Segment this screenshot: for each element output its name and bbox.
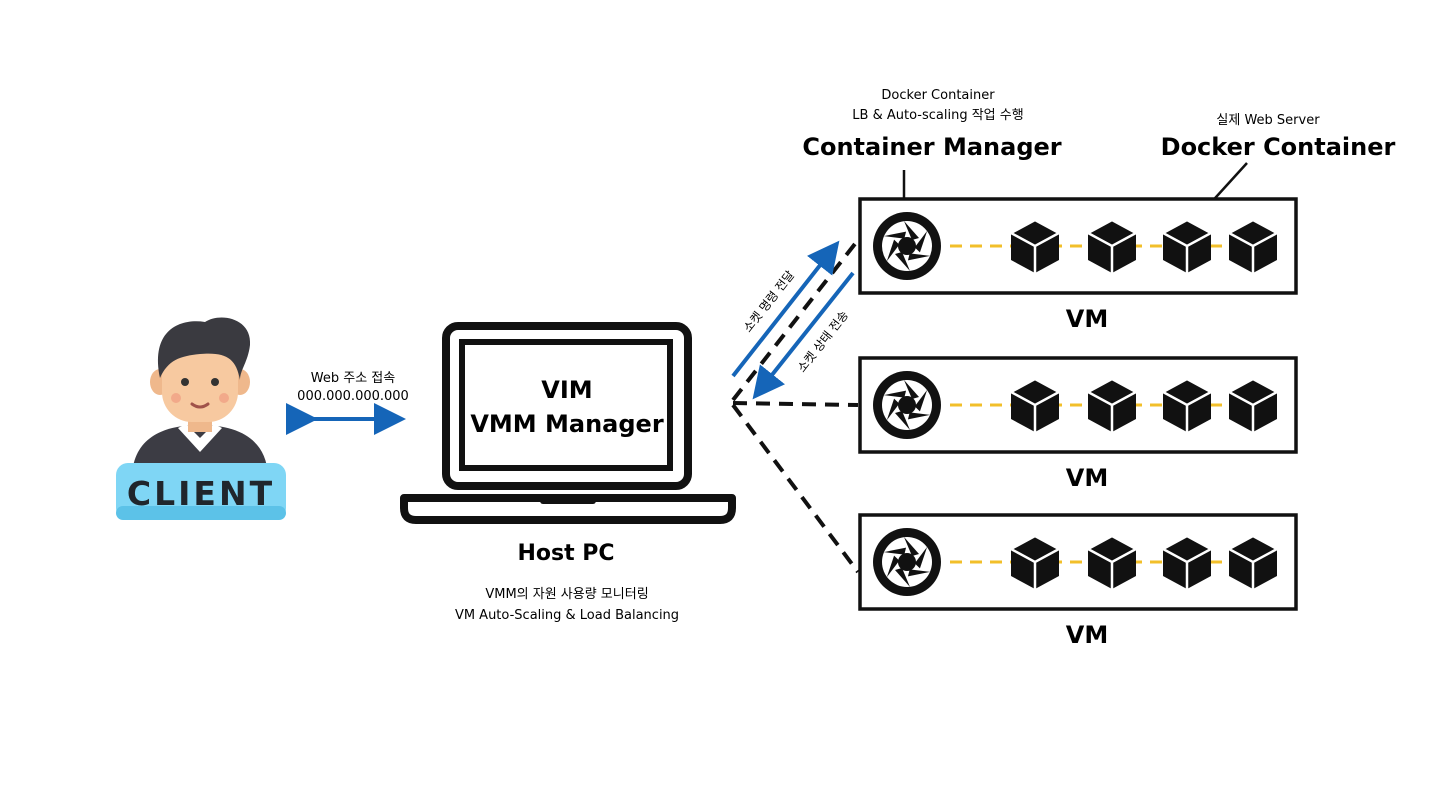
docker-container-title: Docker Container xyxy=(1161,133,1396,161)
aperture-icon xyxy=(873,528,941,596)
socket-command-label: 소켓 명령 전달 xyxy=(741,268,798,335)
vm-group: VM VM VM xyxy=(858,197,1298,649)
host-screen-subtitle: VMM Manager xyxy=(470,410,664,438)
container-manager-note-line1: Docker Container xyxy=(881,88,995,103)
vm-label: VM xyxy=(1066,305,1108,333)
client-avatar-icon xyxy=(132,317,268,475)
web-address-label: 000.000.000.000 xyxy=(297,389,409,404)
aperture-icon xyxy=(873,212,941,280)
host-title: Host PC xyxy=(517,541,614,566)
client-badge: CLIENT xyxy=(116,463,286,520)
vm-box: VM xyxy=(858,356,1298,492)
vm-label: VM xyxy=(1066,621,1108,649)
container-manager-note-line2: LB & Auto-scaling 작업 수행 xyxy=(852,107,1023,123)
socket-command-arrow xyxy=(731,240,840,378)
vm-box: VM xyxy=(858,513,1298,649)
host-desc-line2: VM Auto-Scaling & Load Balancing xyxy=(455,608,679,623)
container-manager-title: Container Manager xyxy=(802,133,1061,161)
socket-status-label: 소켓 상태 전송 xyxy=(795,308,852,375)
docker-container-note: 실제 Web Server xyxy=(1216,113,1320,128)
host-desc-line1: VMM의 자원 사용량 모니터링 xyxy=(485,587,648,602)
client-badge-label: CLIENT xyxy=(127,474,275,513)
host-screen-title: VIM xyxy=(541,376,592,404)
vm-box: VM xyxy=(858,197,1298,333)
host-laptop-icon xyxy=(400,322,736,524)
web-access-label: Web 주소 접속 xyxy=(311,371,395,386)
socket-status-arrow xyxy=(752,271,855,400)
aperture-icon xyxy=(873,371,941,439)
vm-label: VM xyxy=(1066,464,1108,492)
